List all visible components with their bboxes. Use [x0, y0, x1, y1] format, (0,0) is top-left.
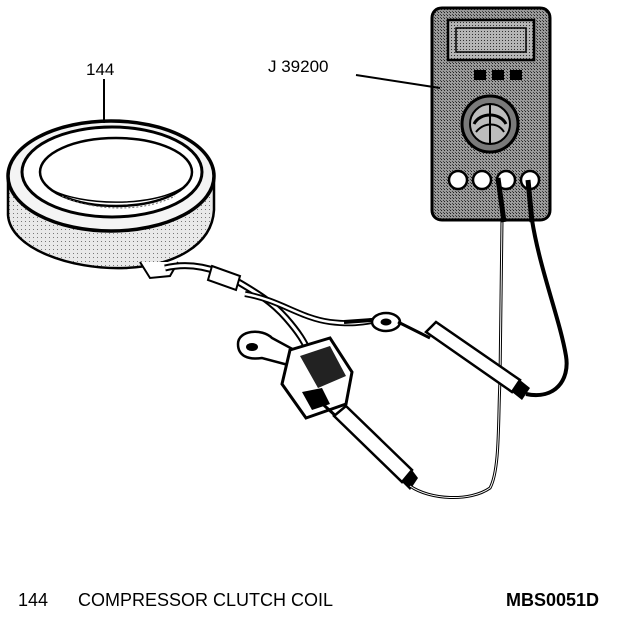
- legend-item-description: COMPRESSOR CLUTCH COIL: [78, 590, 334, 610]
- digital-multimeter: [430, 6, 552, 223]
- meter-button: [474, 70, 486, 80]
- meter-display: [446, 18, 536, 62]
- meter-jack: [447, 169, 469, 191]
- clutch-connector: [280, 336, 354, 420]
- meter-rotary-dial: [460, 94, 520, 154]
- callout-meter-tool: J 39200: [268, 57, 329, 76]
- callout-j39200-leader: [355, 74, 441, 89]
- test-probe-ground: [397, 219, 569, 400]
- coil-harness: [164, 262, 402, 352]
- test-probe-connector: [314, 219, 504, 499]
- meter-button: [510, 70, 522, 80]
- figure-code: MBS0051D: [506, 590, 600, 610]
- meter-jack: [471, 169, 493, 191]
- legend-item-number: 144: [18, 590, 49, 610]
- compressor-clutch-coil: [6, 119, 216, 280]
- meter-button: [492, 70, 504, 80]
- callout-coil-number: 144: [86, 60, 115, 79]
